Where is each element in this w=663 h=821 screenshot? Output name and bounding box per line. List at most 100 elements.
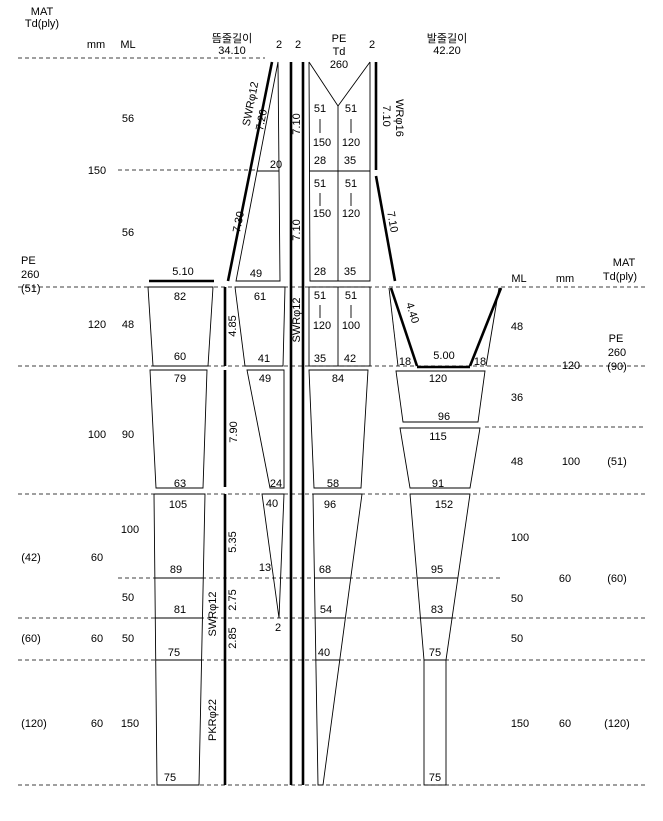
s3-mm-right: 60 — [559, 573, 571, 585]
wing-rope-length-2: 7.10 — [384, 210, 400, 233]
side-wing-triangle — [235, 61, 281, 282]
side-rope-length-4: 7.90 — [228, 421, 240, 442]
headline-rope-label: SWRφ12 — [291, 297, 303, 342]
upper-b-left-top: 51 — [314, 178, 326, 190]
side-panel-section-3 — [261, 493, 285, 619]
lower-p2-bottom: 63 — [174, 478, 186, 490]
s3-ml-a-left: 100 — [121, 524, 139, 536]
wing-mm: 150 — [88, 165, 106, 177]
lower-p3-c: 75 — [168, 647, 180, 659]
section-lines — [18, 57, 645, 786]
upper-e-b: 54 — [320, 604, 332, 616]
upper-panel-section-e — [312, 493, 363, 786]
wing-rope: WRφ16 7.10 7.10 4.40 18 5.00 18 — [374, 62, 503, 369]
s5-ply-left: (120) — [21, 718, 47, 730]
upper-b-right-top: 51 — [345, 178, 357, 190]
s2-ml-left: 90 — [122, 429, 134, 441]
td-ply-header-right: Td(ply) — [603, 271, 637, 283]
s1-td-right: 260 — [608, 347, 626, 359]
side-p3-mid: 13 — [259, 562, 271, 574]
s4-mm-left: 60 — [91, 633, 103, 645]
float-line-length: 34.10 — [218, 45, 246, 57]
mm-header-left: mm — [87, 39, 105, 51]
s5-ml-right: 150 — [511, 718, 529, 730]
right-spec: ML mm MAT Td(ply) 48 PE 260 (90) 120 36 … — [511, 257, 637, 730]
wing-ml-top: 56 — [122, 113, 134, 125]
upper-a-right-top: 51 — [345, 103, 357, 115]
upper-c-right-end: 42 — [344, 353, 356, 365]
side-panel-section-1 — [234, 286, 286, 367]
belly-c-b: 83 — [431, 604, 443, 616]
side-rope-length-3: 4.85 — [227, 315, 239, 336]
float-line-title: 뜸줄길이 — [212, 32, 252, 45]
bosom-right-meshes: 18 — [474, 356, 486, 368]
s2a-ml-right: 36 — [511, 392, 523, 404]
belly-c-c: 75 — [429, 647, 441, 659]
upper-a-left-end: 28 — [314, 155, 326, 167]
s1-mm-right: 120 — [562, 360, 580, 372]
s1-mm-left: 120 — [88, 319, 106, 331]
square-td-value: 260 — [330, 59, 348, 71]
upper-b-right-bottom: 120 — [342, 208, 360, 220]
lower-panel: 5.10 82 60 79 63 105 89 81 75 75 — [147, 266, 214, 786]
upper-a-left-top: 51 — [314, 103, 326, 115]
lower-p2-top: 79 — [174, 373, 186, 385]
belly-a-top: 120 — [429, 373, 447, 385]
mat-header-left: MAT — [31, 6, 54, 18]
s3-ml-b-right: 50 — [511, 593, 523, 605]
upper-c-left-top: 51 — [314, 290, 326, 302]
upper-c-right-bottom: 100 — [342, 320, 360, 332]
s2b-ml-right: 48 — [511, 456, 523, 468]
ply-side-rope: 2 — [276, 39, 282, 51]
headline-rope: 7.10 7.10 SWRφ12 — [289, 62, 305, 785]
upper-panel: 51 150 51 120 28 35 51 150 51 120 28 35 … — [308, 61, 371, 786]
lower-p1-top: 82 — [174, 291, 186, 303]
upper-d-top: 84 — [332, 373, 344, 385]
lower-p3-b: 81 — [174, 604, 186, 616]
side-rope-label-2: SWRφ12 — [207, 591, 219, 636]
belly-section-b — [399, 427, 481, 489]
s4-ply-left: (60) — [21, 633, 41, 645]
square-td: Td — [333, 46, 346, 58]
s5-mm-right: 60 — [559, 718, 571, 730]
upper-wing-outline — [308, 61, 371, 282]
upper-c-right-top: 51 — [345, 290, 357, 302]
upper-b-left-bottom: 150 — [313, 208, 331, 220]
wing-td: 260 — [21, 269, 39, 281]
s3-mm-left: 60 — [91, 552, 103, 564]
s1-material-right: PE — [609, 333, 624, 345]
wing-rope-segment-3 — [389, 287, 419, 367]
ml-header-right: ML — [511, 273, 526, 285]
square-material: PE — [332, 33, 347, 45]
td-ply-header-left: Td(ply) — [25, 18, 59, 30]
s1-ml-left: 48 — [122, 319, 134, 331]
side-rope-length-1: 7.20 — [254, 108, 270, 131]
lower-panel-section-1 — [147, 286, 214, 367]
wing-rope-segment-2 — [374, 175, 397, 282]
upper-b-left-end: 28 — [314, 266, 326, 278]
s4-ml-left: 50 — [122, 633, 134, 645]
belly-b-bottom: 91 — [432, 478, 444, 490]
s3-ply-left: (42) — [21, 552, 41, 564]
upper-e-mid: 68 — [319, 564, 331, 576]
s3-ml-b-left: 50 — [122, 592, 134, 604]
lower-p3-top: 105 — [169, 499, 187, 511]
side-panel-section-2 — [246, 369, 285, 489]
mm-header-right: mm — [556, 273, 574, 285]
upper-a-right-bottom: 120 — [342, 137, 360, 149]
s5-ply-right: (120) — [604, 718, 630, 730]
ground-line-title: 발줄길이 — [427, 32, 467, 45]
side-rope-label-3: PKRφ22 — [207, 699, 219, 741]
s3-ply-right: (60) — [607, 573, 627, 585]
side-p3-end: 2 — [275, 622, 281, 634]
upper-e-c: 40 — [318, 647, 330, 659]
side-p1-top: 61 — [254, 291, 266, 303]
side-wing-bottom: 49 — [250, 268, 262, 280]
lower-ground-rope-length: 5.10 — [172, 266, 193, 278]
side-rope-length-6: 2.75 — [227, 589, 239, 610]
side-rope-length-7: 2.85 — [227, 627, 239, 648]
wing-rope-length-1: 7.10 — [380, 105, 392, 126]
s1-ml-right: 48 — [511, 321, 523, 333]
wing-ply: (51) — [21, 283, 41, 295]
ply-headline-rope: 2 — [295, 39, 301, 51]
